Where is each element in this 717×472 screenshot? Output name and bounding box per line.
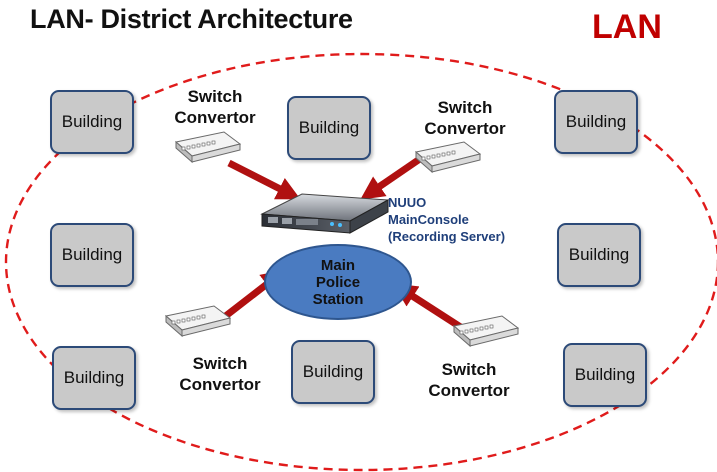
switch-label-line1: Switch bbox=[437, 98, 493, 117]
switch-label-se: Switch Convertor bbox=[414, 359, 524, 401]
switch-device-icon bbox=[175, 131, 241, 163]
switch-label-line2: Convertor bbox=[428, 381, 510, 400]
station-label-line3: Station bbox=[312, 290, 364, 308]
building-node: Building bbox=[50, 90, 134, 154]
switch-device-icon bbox=[453, 315, 519, 347]
building-node: Building bbox=[50, 223, 134, 287]
building-node: Building bbox=[291, 340, 375, 404]
switch-label-line2: Convertor bbox=[179, 375, 261, 394]
lan-boundary-ellipse bbox=[4, 52, 717, 472]
switch-label-line2: Convertor bbox=[424, 119, 506, 138]
arrow-switch-se bbox=[392, 283, 464, 331]
building-node: Building bbox=[287, 96, 371, 160]
building-node: Building bbox=[554, 90, 638, 154]
switch-device-icon bbox=[165, 305, 231, 337]
arrow-switch-nw bbox=[227, 159, 301, 200]
switch-label-line1: Switch bbox=[441, 360, 497, 379]
building-node: Building bbox=[52, 346, 136, 410]
switch-label-line1: Switch bbox=[192, 354, 248, 373]
switch-label-line1: Switch bbox=[187, 87, 243, 106]
station-label-line1: Main bbox=[320, 256, 356, 274]
server-label-line3: (Recording Server) bbox=[388, 229, 506, 244]
station-label-line2: Police bbox=[315, 273, 361, 291]
building-node: Building bbox=[557, 223, 641, 287]
server-label-line1: NUUO bbox=[388, 195, 427, 210]
switch-label-line2: Convertor bbox=[174, 108, 256, 127]
switch-label-ne: Switch Convertor bbox=[410, 97, 520, 139]
switch-label-nw: Switch Convertor bbox=[160, 86, 270, 128]
rack-server-icon bbox=[260, 193, 390, 234]
page-title: LAN- District Architecture bbox=[30, 4, 353, 34]
building-node: Building bbox=[563, 343, 647, 407]
main-police-station-node: Main Police Station bbox=[264, 244, 412, 320]
lan-label: LAN bbox=[592, 8, 662, 46]
server-label-line2: MainConsole bbox=[388, 212, 469, 227]
switch-label-sw: Switch Convertor bbox=[165, 353, 275, 395]
switch-device-icon bbox=[415, 141, 481, 173]
server-label: NUUO MainConsole (Recording Server) bbox=[388, 194, 505, 245]
